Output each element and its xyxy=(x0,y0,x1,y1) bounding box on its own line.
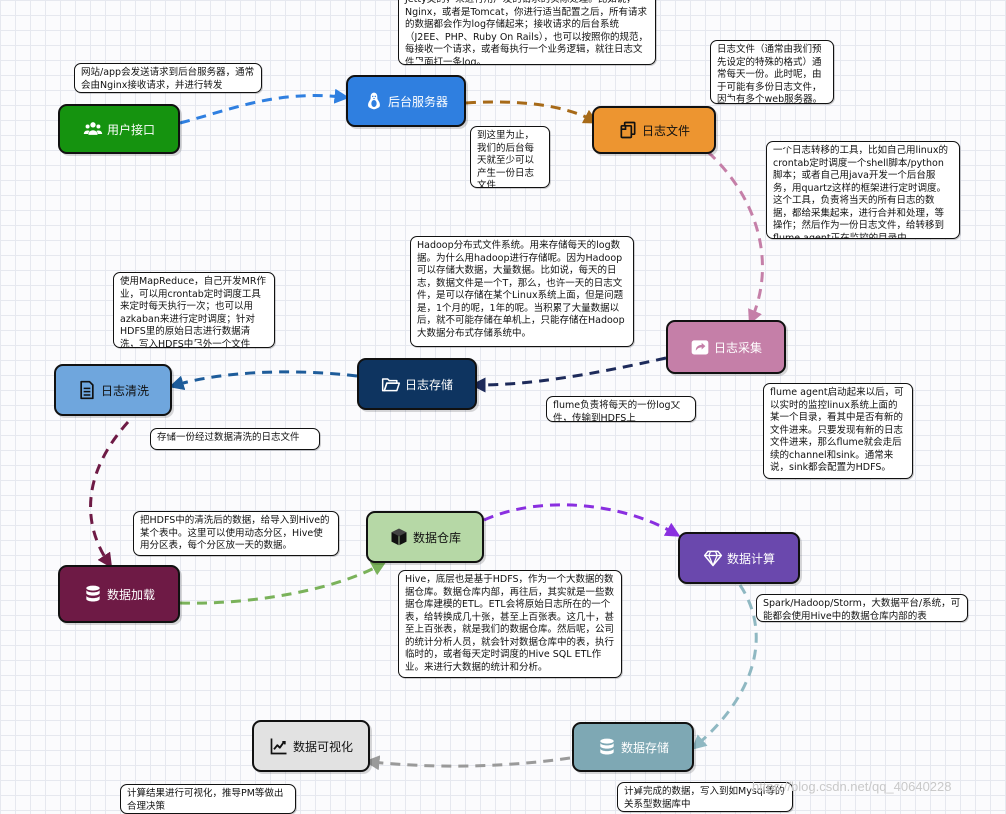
note-user-api: 网站/app会发送请求到后台服务器，通常会由Nginx接收请求，并进行转发 xyxy=(74,63,262,93)
edge-backend-to-log-file xyxy=(465,100,599,124)
node-log-collect[interactable]: 日志采集 xyxy=(666,320,786,374)
node-log-storage-label: 日志存储 xyxy=(404,377,453,392)
edge-clean-to-load xyxy=(89,420,130,569)
note-hive-load: 把HDFS中的清洗后的数据，给导入到Hive的某个表中。这里可以使用动态分区，H… xyxy=(133,511,339,556)
diamond-icon xyxy=(703,548,723,568)
edge-load-to-warehouse xyxy=(179,561,387,605)
note-mapreduce: 使用MapReduce，自己开发MR作业，可以用crontab定时调度工具来定时… xyxy=(113,272,275,348)
folder-open-icon xyxy=(381,374,401,394)
node-data-warehouse[interactable]: 数据仓库 xyxy=(366,511,484,563)
edge-store-to-visualize xyxy=(364,755,571,771)
node-log-clean-label: 日志清洗 xyxy=(100,383,149,398)
note-flume-agent: flume agent启动起来以后，可以实时的监控linux系统上面的某一个目录… xyxy=(763,383,913,479)
users-icon xyxy=(83,119,103,139)
note-hdfs: Hadoop分布式文件系统。用来存储每天的log数据。为什么用hadoop进行存… xyxy=(410,236,634,347)
database-icon xyxy=(597,737,617,757)
node-data-load[interactable]: 数据加载 xyxy=(58,565,180,623)
node-log-file-label: 日志文件 xyxy=(641,123,690,138)
node-data-visualize-label: 数据可视化 xyxy=(292,739,353,754)
node-backend-server-label: 后台服务器 xyxy=(387,94,448,109)
node-log-storage[interactable]: 日志存储 xyxy=(357,358,477,410)
note-daily-log: 到这里为止，我们的后台每天就至少可以产生一份日志文件 xyxy=(470,126,550,188)
node-data-load-label: 数据加载 xyxy=(106,587,155,602)
note-flume-hdfs: flume负责将每天的一份log文件，传输到HDFS上 xyxy=(546,396,696,422)
node-log-clean[interactable]: 日志清洗 xyxy=(54,364,172,416)
node-backend-server[interactable]: 后台服务器 xyxy=(346,75,466,127)
watermark: https://blog.csdn.net/qq_40640228 xyxy=(752,779,952,794)
edge-user-api-to-backend xyxy=(179,88,350,125)
node-log-collect-label: 日志采集 xyxy=(713,340,762,355)
note-log-file: 日志文件（通常由我们预先设定的特殊的格式）通常每天一份。此时呢，由于可能有多份日… xyxy=(710,40,834,104)
node-data-store-label: 数据存储 xyxy=(620,740,669,755)
node-data-compute-label: 数据计算 xyxy=(726,551,775,566)
edge-log-file-to-collect xyxy=(706,150,764,325)
line-chart-icon xyxy=(269,736,289,756)
node-user-api-label: 用户接口 xyxy=(106,122,155,137)
note-visualize: 计算结果进行可视化，推导PM等做出合理决策 xyxy=(120,784,296,814)
node-log-file[interactable]: 日志文件 xyxy=(592,106,716,154)
cube-icon xyxy=(389,527,409,547)
note-hive-warehouse: Hive，底层也是基于HDFS，作为一个大数据的数据仓库。数据仓库内部，再往后，… xyxy=(398,570,622,678)
linux-penguin-icon xyxy=(364,91,384,111)
node-data-visualize[interactable]: 数据可视化 xyxy=(252,720,370,772)
node-data-compute[interactable]: 数据计算 xyxy=(678,532,800,584)
database-icon xyxy=(83,584,103,604)
share-arrow-icon xyxy=(690,337,710,357)
node-data-warehouse-label: 数据仓库 xyxy=(412,530,461,545)
document-icon xyxy=(77,380,97,400)
note-cleaned-file: 存储一份经过数据清洗的日志文件 xyxy=(150,428,320,450)
note-collect-tool: 一个日志转移的工具，比如自己用linux的crontab定时调度一个shell脚… xyxy=(766,141,960,239)
edge-collect-to-storage xyxy=(470,356,667,393)
copy-files-icon xyxy=(618,120,638,140)
node-data-store[interactable]: 数据存储 xyxy=(572,722,694,772)
note-backend-server: Jetty类的，来进行用户发的请求的实际处理。比如说，Nginx，或者是Tomc… xyxy=(398,0,656,65)
edge-warehouse-to-compute xyxy=(483,503,681,537)
edge-storage-to-clean xyxy=(168,370,358,391)
edge-compute-to-store xyxy=(691,584,758,750)
note-spark: Spark/Hadoop/Storm，大数据平台/系统，可能都会使用Hive中的… xyxy=(756,594,968,622)
node-user-api[interactable]: 用户接口 xyxy=(58,104,180,154)
